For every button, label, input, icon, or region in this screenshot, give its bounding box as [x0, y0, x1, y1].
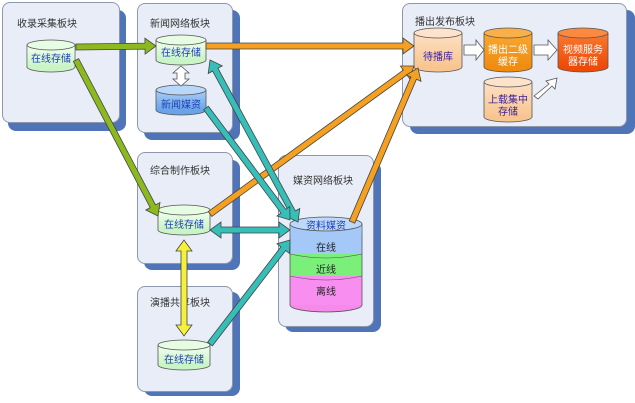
cylinder-playout-cache: 播出二级 缓存 [483, 27, 533, 73]
arrow-news-to-playout [205, 37, 415, 55]
cylinder-broadcast-online: 在线存储 [157, 339, 211, 371]
arrow-up-right-icon [533, 77, 558, 100]
arrow-broadcast-to-media [207, 239, 291, 347]
tier-label-nearline: 近线 [316, 263, 336, 276]
cylinder-label: 上载集中 [488, 93, 528, 106]
arrow-media-to-playout [348, 67, 422, 224]
panel-title: 新闻网络板块 [150, 19, 210, 30]
cylinder-label: 缓存 [498, 55, 518, 68]
cylinder-label: 视频服务 [563, 43, 603, 56]
cylinder-news-online: 在线存储 [155, 34, 207, 66]
cylinder-label: 新闻媒资 [161, 98, 201, 111]
panel-title: 媒资网络板块 [293, 176, 353, 187]
arrow-production-broadcast [175, 239, 193, 337]
cylinder-news-media: 新闻媒资 [155, 84, 207, 116]
cylinder-video-server: 视频服务 器存储 [557, 27, 609, 73]
cylinder-label: 资料媒资 [306, 219, 346, 232]
cylinder-ingest-online: 在线存储 [26, 39, 76, 73]
cylinder-label: 在线存储 [164, 218, 204, 231]
arrow-production-media [209, 221, 291, 239]
arrow-right-icon [533, 38, 558, 62]
cylinder-label: 在线存储 [31, 52, 71, 65]
cylinder-playout-queue: 待播库 [413, 27, 463, 73]
cylinder-label: 在线存储 [164, 353, 204, 366]
arrow-media-to-news-media [203, 105, 291, 221]
arrow-ingest-to-news [75, 37, 157, 55]
tier-label-offline: 离线 [316, 285, 336, 298]
panel-title: 综合制作板块 [150, 166, 210, 177]
arrow-ingest-to-production [72, 58, 161, 217]
cylinder-label: 待播库 [423, 50, 453, 63]
bidirectional-arrow-icon [171, 65, 191, 87]
arrow-news-online-media [207, 59, 301, 223]
cylinder-label: 播出二级 [488, 43, 528, 56]
tier-label-online: 在线 [316, 241, 336, 254]
cylinder-media-archive: 资料媒资 在线 近线 离线 [289, 216, 363, 313]
cylinder-label: 存储 [498, 105, 518, 118]
panel-title: 演播共享板块 [150, 298, 210, 309]
arrow-right-icon [463, 38, 485, 62]
cylinder-label: 在线存储 [161, 46, 201, 59]
cylinder-upload: 上载集中 存储 [483, 76, 533, 123]
panel-title: 播出发布板块 [415, 17, 475, 28]
panel-title: 收录采集板块 [17, 19, 77, 30]
cylinder-production-online: 在线存储 [157, 204, 211, 236]
cylinder-label: 器存储 [568, 55, 598, 68]
